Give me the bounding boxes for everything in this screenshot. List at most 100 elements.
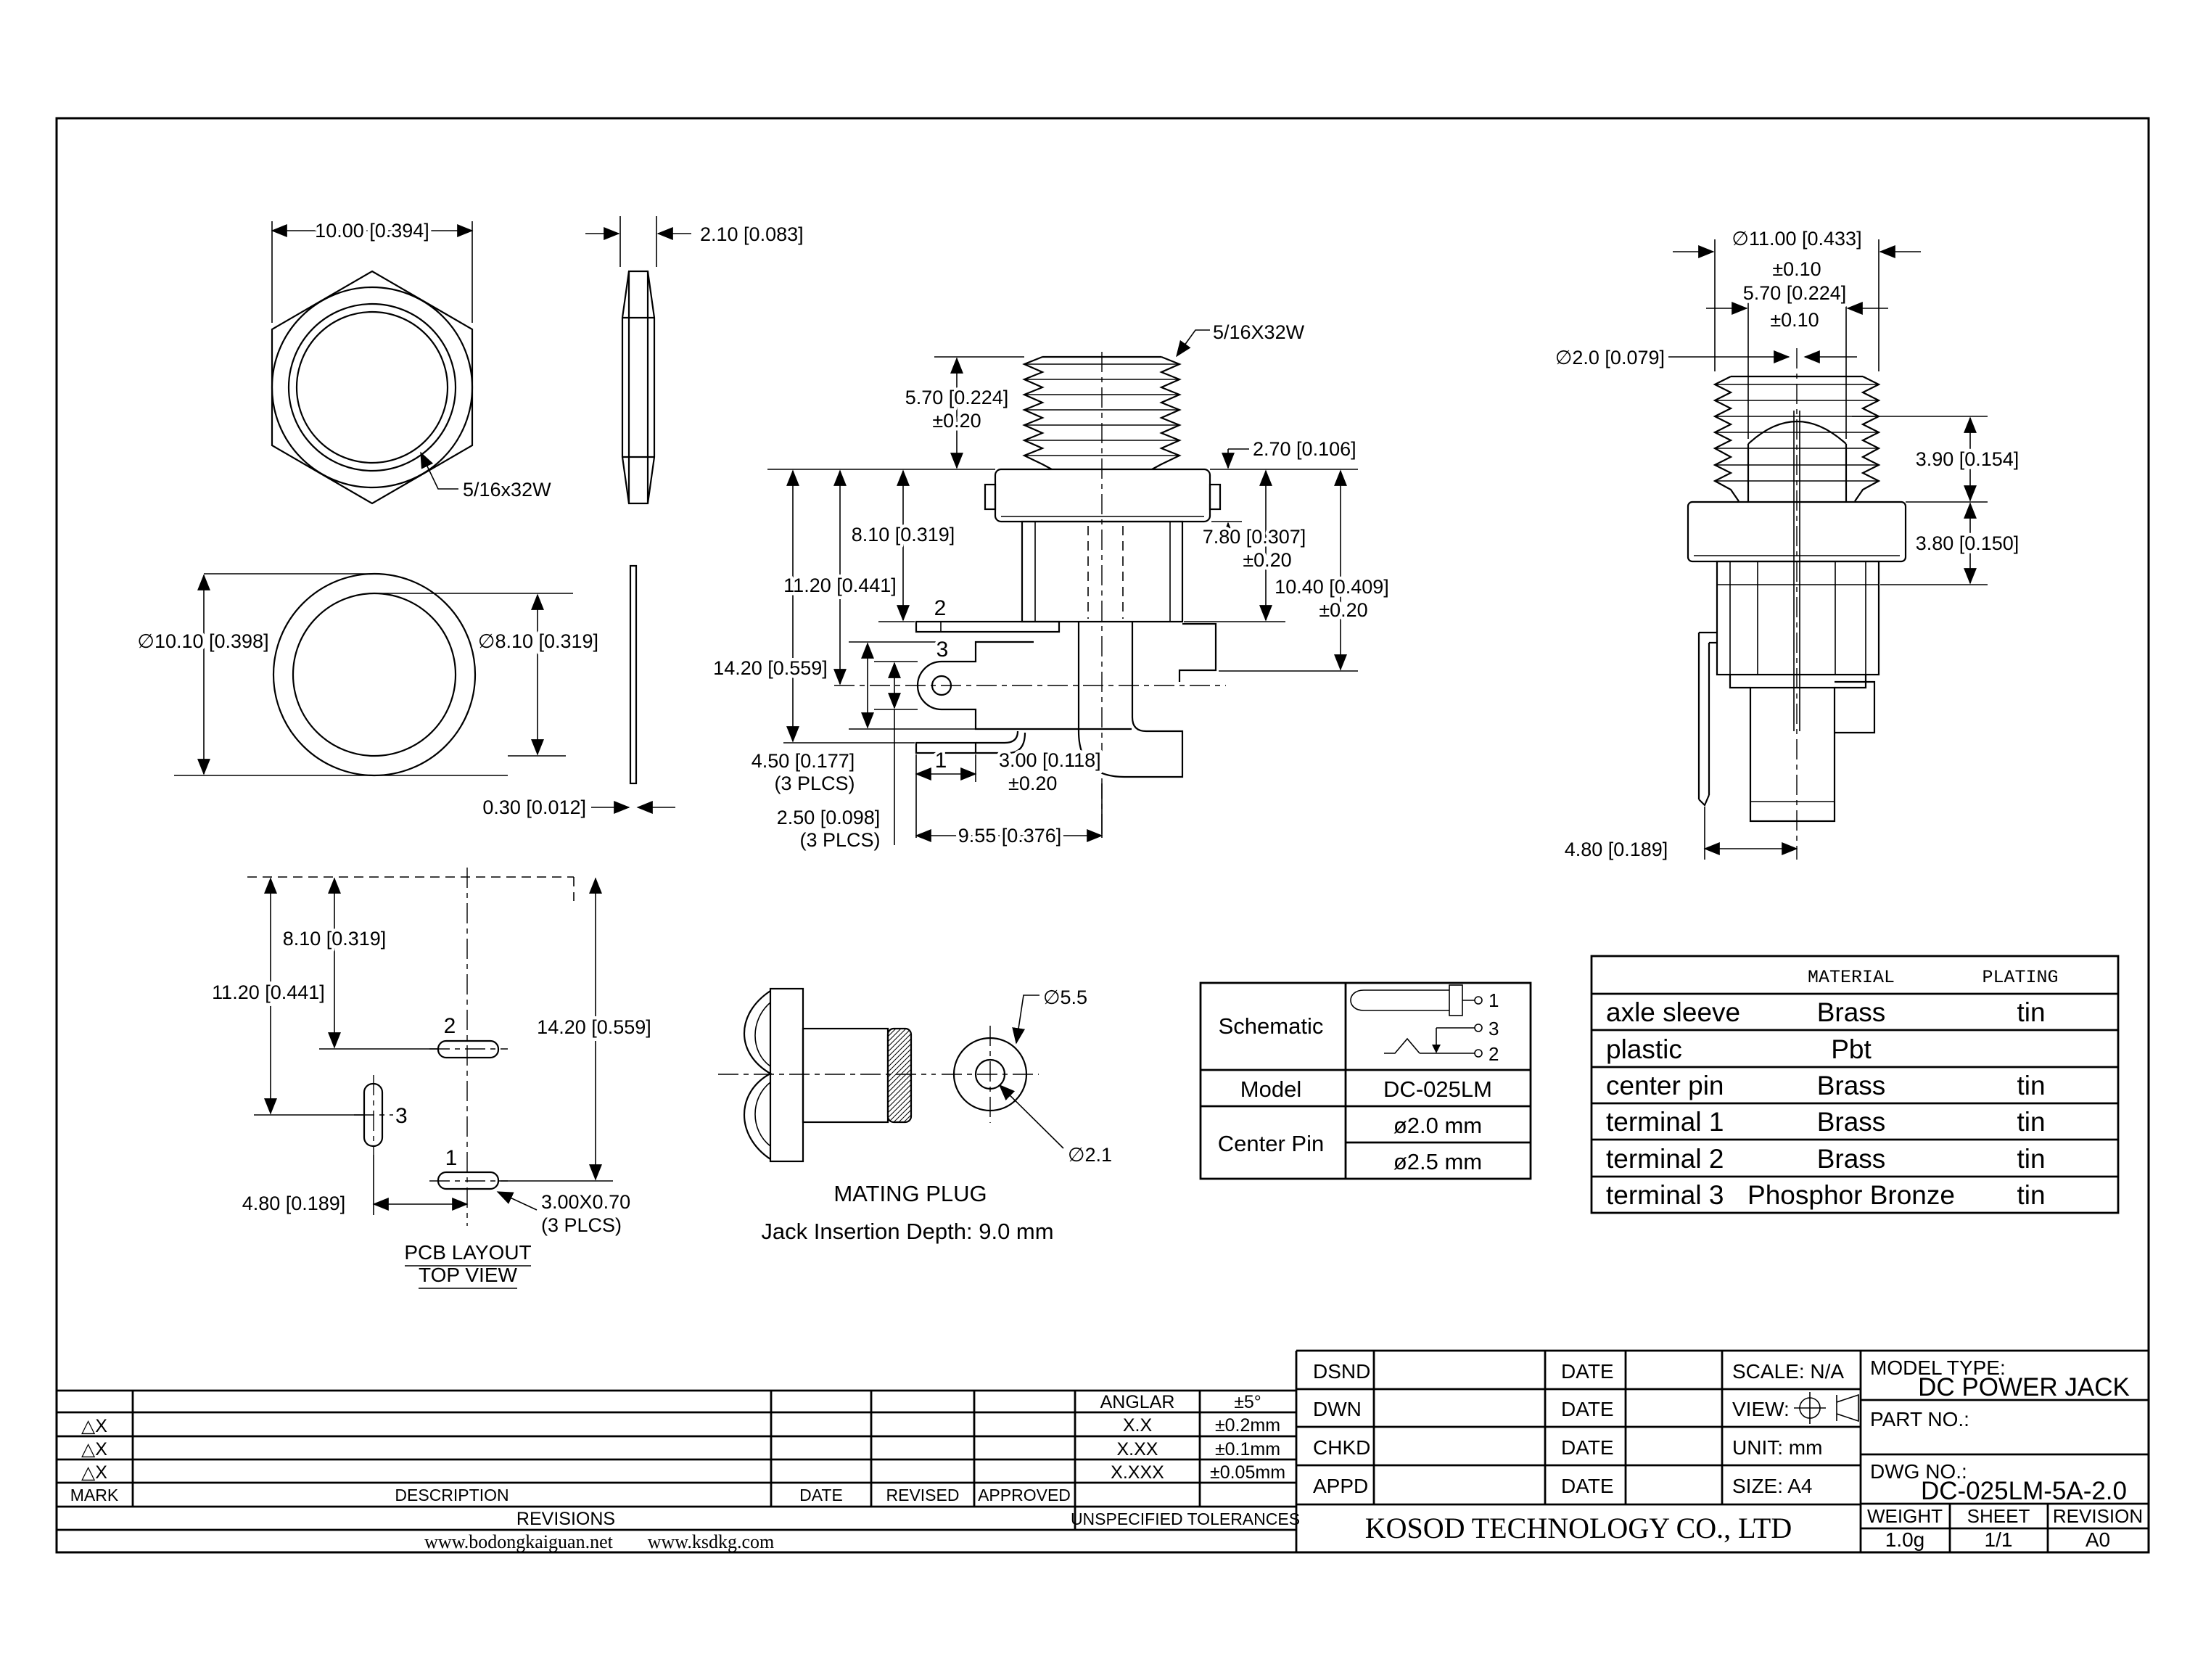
website-2: www.ksdkg.com [648,1531,775,1552]
flange-outline [994,468,1211,523]
height-7-80-tol: ±0.20 [1243,549,1291,571]
chkd-date-label: DATE [1561,1436,1614,1459]
materials-row-plastic: plastic Pbt [1606,1034,1872,1064]
mating-plug-title: MATING PLUG [833,1181,987,1206]
thread-leader [1176,329,1210,358]
unspecified-tolerances-label: UNSPECIFIED TOLERANCES [1071,1510,1300,1528]
reach-9-55-dim: 9.55 [0.376] [958,825,1062,847]
pcb-4-80-dim: 4.80 [0.189] [242,1193,346,1214]
third-angle-projection-icon [1794,1392,1859,1424]
pin-2-label: 2 [1489,1043,1499,1065]
revisions-label: REVISIONS [516,1509,615,1529]
washer-outer-dia-dim: ∅10.10 [0.398] [137,630,268,652]
sheet-value: 1/1 [1985,1528,2013,1551]
dsnd-label: DSND [1313,1360,1370,1383]
height-11-20-dim: 11.20 [0.441] [783,575,897,596]
part-name: axle sleeve [1606,997,1740,1027]
body-step [1729,675,1867,689]
barrel-symbol [1350,989,1449,1011]
part-name: terminal 1 [1606,1107,1724,1137]
lead-4-50-dim: 4.50 [0.177] [752,750,855,772]
height-3-90-dim: 3.90 [0.154] [1916,448,2019,470]
appd-date-label: DATE [1561,1475,1614,1497]
center-pin-row-label: Center Pin [1218,1131,1324,1156]
dwn-date-label: DATE [1561,1398,1614,1420]
lead-2-50-dim: 2.50 [0.098] [777,807,881,828]
materials-row-terminal-1: terminal 1 Brass tin [1606,1107,2046,1137]
pcb-layout-title: PCB LAYOUT [404,1241,531,1264]
part-plating: tin [2017,1071,2045,1100]
unit-value: UNIT: mm [1732,1436,1822,1459]
nut-side-outline [621,270,656,505]
company-name: KOSOD TECHNOLOGY CO., LTD [1365,1512,1792,1544]
tolerance-name-xxx: X.XX [1117,1439,1158,1459]
terminal-1-tab [915,741,977,754]
materials-table-rows [1592,992,2118,1178]
right-tab [1835,680,1876,734]
approval-table-grid [1296,1349,2149,1552]
tolerance-name-xx: X.X [1123,1415,1153,1436]
plug-inner-dia-dim: ∅2.1 [1068,1144,1112,1166]
outer-dia-leader [1012,995,1039,1045]
center-pin-value-2: ø2.5 mm [1393,1149,1482,1174]
schematic-symbol: 1 3 2 [1350,984,1499,1065]
plug-barrel [802,1027,889,1124]
tab-width-dim: 3.00 [0.118] [999,749,1101,771]
weight-value: 1.0g [1885,1528,1925,1551]
jack-front-view: ∅11.00 [0.433] ±0.10 5.70 [0.224] ±0.10 … [1552,225,2022,864]
dwg-no-value: DC-025LM-5A-2.0 [1921,1477,2127,1505]
nut-thread-major-circle [287,302,457,472]
approved-header: APPROVED [978,1486,1071,1504]
height-8-10-dim: 8.10 [0.319] [852,524,955,545]
width-5-70-tol: ±0.10 [1770,309,1819,331]
extension-lines [619,216,657,267]
tab-width-tol: ±0.20 [1008,773,1057,794]
pin-3-label: 3 [1489,1018,1499,1039]
plug-outer-dia-dim: ∅5.5 [1043,987,1087,1008]
pcb-11-20-dim: 11.20 [0.441] [212,981,325,1003]
view-label: VIEW: [1732,1398,1790,1420]
extension-lines [271,221,473,323]
tolerance-value-xxxx: ±0.05mm [1210,1462,1285,1483]
terminal-2-tab [915,620,1061,633]
terminal-1-bend [976,730,1026,754]
materials-row-terminal-3: terminal 3 Phosphor Bronze tin [1606,1180,2046,1210]
center-pin-contact [1077,622,1184,778]
lead-2-50-note: (3 PLCS) [799,829,880,851]
thread-length-dim: 5.70 [0.224] [905,387,1009,408]
pcb-8-10-dim: 8.10 [0.319] [283,928,387,950]
pad-centerlines [354,1048,508,1182]
tolerance-value-xxx: ±0.1mm [1215,1439,1280,1459]
website-1: www.bodongkaiguan.net [424,1531,613,1552]
left-terminal-wire [1697,631,1717,807]
mating-plug-view: ∅5.5 ∅2.1 MATING PLUG Jack Insertion Dep… [718,984,1116,1244]
model-type-value: DC POWER JACK [1918,1373,2130,1401]
extension-lines [174,573,573,776]
terminal-3-label: 3 [936,638,949,662]
part-plating: tin [2017,1180,2045,1210]
model-value: DC-025LM [1383,1076,1492,1102]
washer-inner-dia-dim: ∅8.10 [0.319] [478,630,598,652]
part-plating: tin [2017,1144,2045,1174]
part-name: terminal 2 [1606,1144,1724,1174]
thread-length-tol: ±0.20 [932,410,981,432]
extension-lines [1704,239,1988,860]
materials-table: MATERIAL PLATING axle sleeve Brass tin p… [1590,955,2120,1214]
washer-outer-circle [272,572,477,777]
terminal-2-label: 2 [934,596,947,620]
slot-size-dim: 3.00X0.70 [541,1191,630,1213]
nut-width-dim: 10.00 [0.394] [315,220,429,242]
dsnd-date-label: DATE [1561,1360,1614,1383]
model-row-label: Model [1240,1076,1301,1102]
spec-table-border [1199,981,1532,1180]
revision-value: A0 [2086,1528,2110,1551]
insertion-depth-note: Jack Insertion Depth: 9.0 mm [761,1219,1053,1244]
schematic-row-label: Schematic [1219,1013,1324,1039]
tolerance-value-xx: ±0.2mm [1215,1415,1280,1436]
thread-profile-right [1151,355,1182,470]
hidden-pin-lines [1087,526,1124,619]
scale-value: SCALE: N/A [1732,1360,1844,1383]
part-name: center pin [1606,1071,1724,1100]
height-3-80-dim: 3.80 [0.150] [1916,532,2019,554]
